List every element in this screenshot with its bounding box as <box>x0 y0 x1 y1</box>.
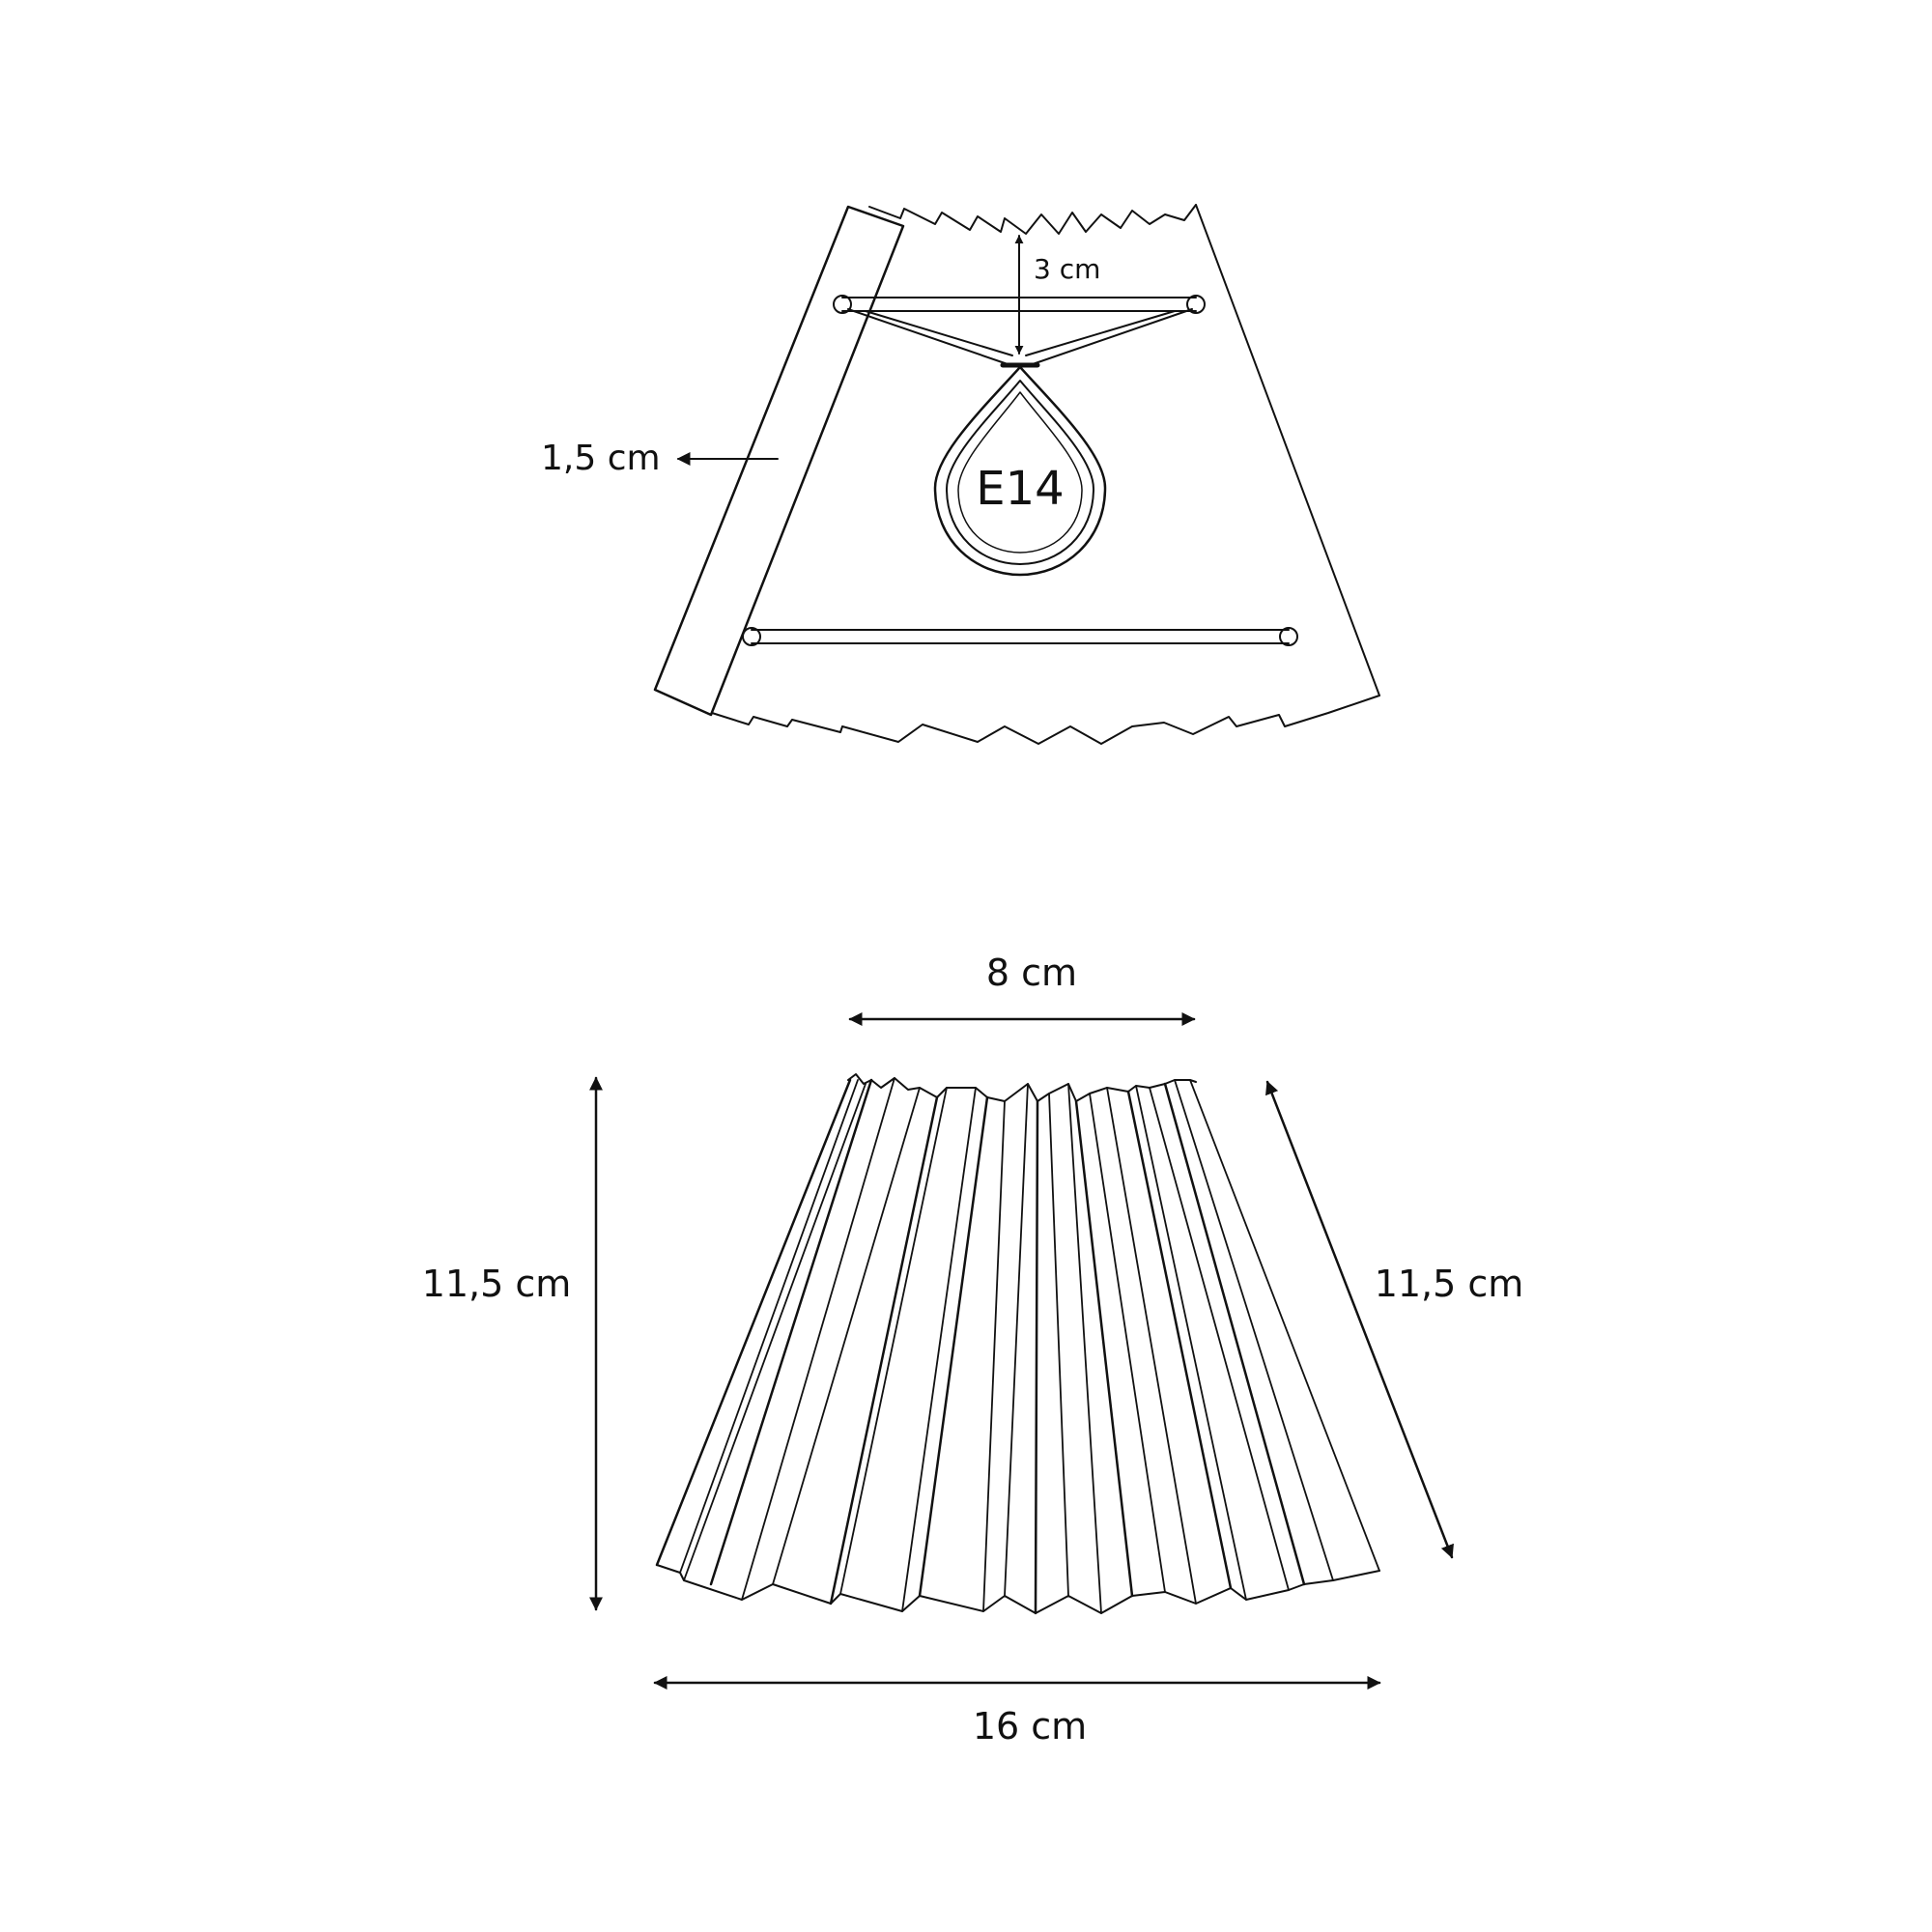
pleat-line <box>1126 1090 1233 1590</box>
socket-label: E14 <box>976 462 1064 516</box>
pleat-line <box>1004 1083 1029 1597</box>
pleat-lines <box>655 1077 1380 1615</box>
pleat-line <box>683 1083 867 1581</box>
pleat-line <box>1135 1085 1247 1601</box>
pleat-line <box>1106 1087 1197 1605</box>
slant-arrow <box>1265 1080 1454 1559</box>
overlap-strip <box>653 205 905 717</box>
shade-right-edge <box>1195 204 1380 696</box>
pleat-line <box>918 1095 989 1598</box>
pleat-line <box>679 1079 859 1574</box>
pleat-line <box>1174 1079 1334 1581</box>
pleat-line <box>982 1100 1006 1612</box>
pleat-line <box>741 1077 895 1601</box>
top-view: E14 3 cm 1,5 cm <box>541 204 1380 745</box>
pleat-line <box>772 1087 921 1585</box>
hanger-wires <box>847 308 1193 366</box>
pleat-line <box>1074 1099 1134 1598</box>
pleat-line <box>1163 1082 1306 1586</box>
height-label: 11,5 cm <box>422 1263 572 1305</box>
bottom-ring-bar <box>742 627 1298 646</box>
strip-width-label: 1,5 cm <box>541 439 661 478</box>
shade-top-rim <box>868 204 1197 235</box>
pleat-line <box>901 1087 977 1612</box>
pleated-top-edge <box>847 1073 1197 1102</box>
pleat-line <box>655 1078 852 1567</box>
pleat-line <box>1048 1093 1069 1597</box>
pleat-line <box>1067 1083 1102 1614</box>
pleat-line <box>1149 1087 1290 1591</box>
pleat-line <box>1189 1079 1380 1572</box>
socket-ring <box>933 365 1107 577</box>
bottom-width-label: 16 cm <box>973 1705 1087 1747</box>
pleated-bottom-edge <box>656 1564 1380 1614</box>
pleat-line <box>829 1095 939 1605</box>
hanger-drop-label: 3 cm <box>1034 253 1100 285</box>
front-view: 8 cm 11,5 cm 11,5 cm 16 cm <box>422 952 1524 1747</box>
pleat-line <box>709 1078 873 1586</box>
slant-label: 11,5 cm <box>1375 1263 1524 1305</box>
shade-bottom-rim <box>711 695 1380 745</box>
pleat-line <box>1089 1093 1166 1593</box>
pleat-line <box>1034 1099 1039 1615</box>
pleat-line <box>839 1087 948 1595</box>
top-width-label: 8 cm <box>986 952 1077 994</box>
